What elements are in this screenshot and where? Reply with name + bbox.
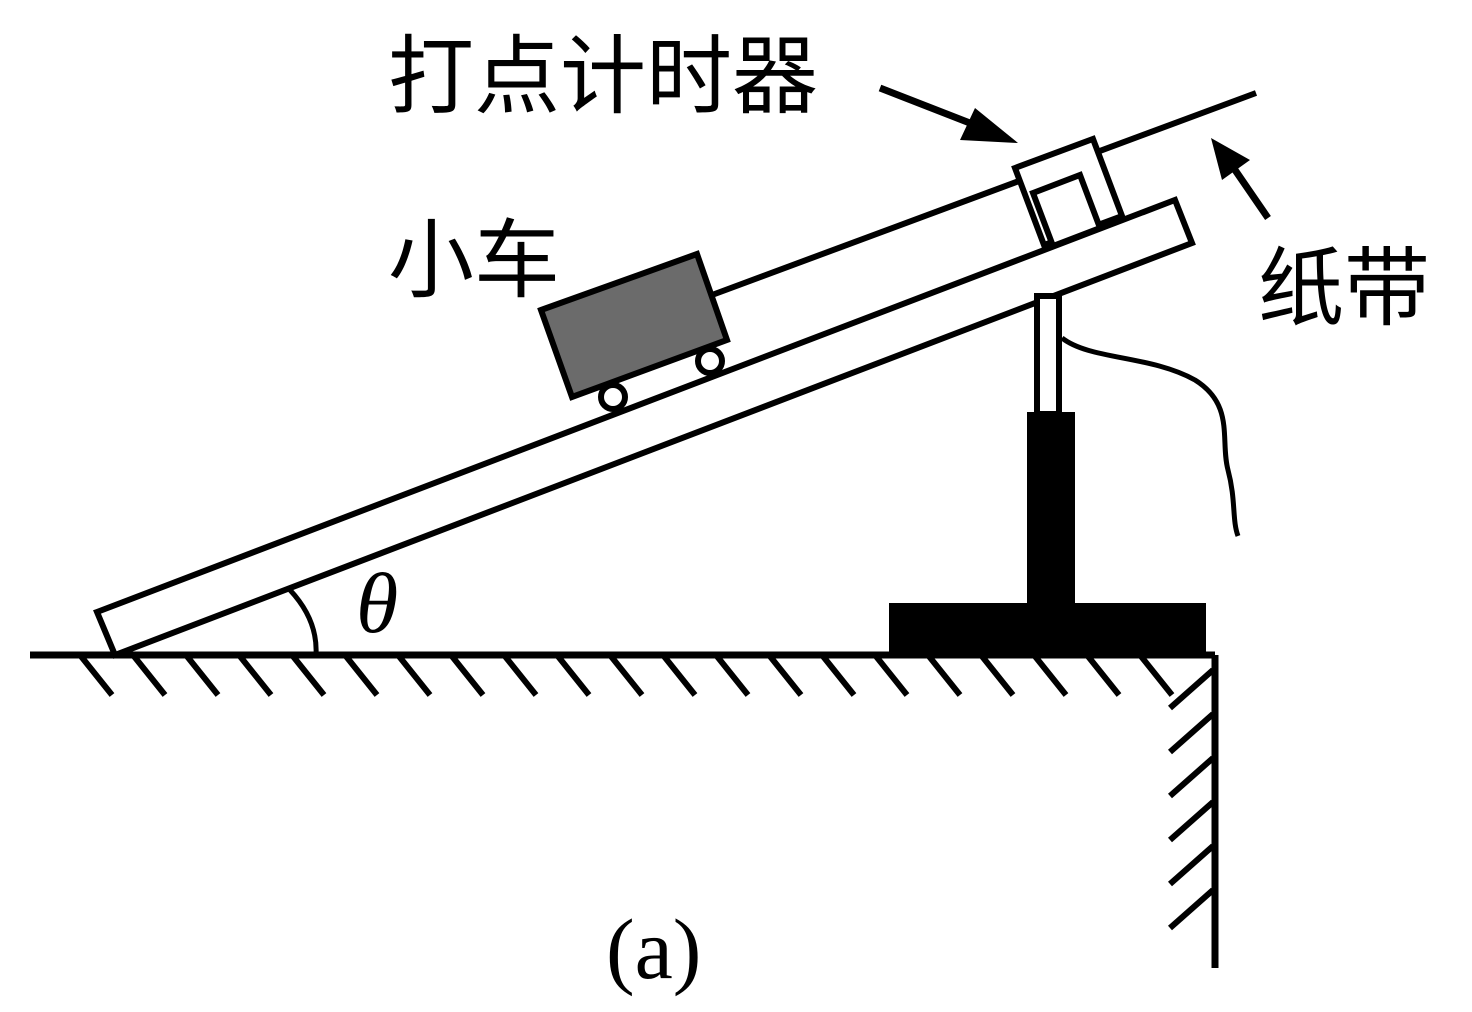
power-cable [1060, 335, 1241, 537]
support-stand [889, 293, 1206, 653]
ground-hatch-line [925, 653, 963, 697]
angle-arc [288, 588, 319, 656]
ground-hatch-line [1084, 653, 1122, 697]
ground-hatch-line [607, 653, 645, 697]
cart-wheel-rear [598, 382, 628, 412]
ground-hatch-line [289, 653, 327, 697]
figure-caption: (a) [606, 901, 701, 997]
ground-hatch-line [872, 653, 910, 697]
wall-hatch-line [1168, 711, 1215, 755]
ground-hatch-line [1137, 653, 1175, 697]
cart [537, 250, 731, 412]
ground-hatch-line [660, 653, 698, 697]
wall-hatch-line [1168, 843, 1215, 887]
wall-hatch-line [1168, 755, 1215, 799]
ground-hatch-line [130, 653, 168, 697]
ground-hatching [77, 653, 1175, 697]
ground-hatch-line [978, 653, 1016, 697]
inclined-board [93, 196, 1196, 659]
table-edge [1168, 655, 1219, 968]
timer-label: 打点计时器 [388, 27, 818, 127]
wall-hatch-line [1168, 887, 1215, 931]
ground-hatch-line [713, 653, 751, 697]
ground-hatch-line [501, 653, 539, 697]
wall-hatch-line [1168, 799, 1215, 843]
ground-hatch-line [1031, 653, 1069, 697]
timer-pointer-arrow [878, 84, 1018, 143]
ground-hatch-line [554, 653, 592, 697]
wall-hatch-line [1168, 667, 1215, 711]
ticker-timer [1011, 135, 1126, 250]
ground [30, 651, 1215, 697]
table-edge-hatching [1168, 667, 1215, 931]
timer-inner-slot [1029, 171, 1104, 250]
ground-hatch-line [77, 653, 115, 697]
ground-hatch-line [448, 653, 486, 697]
cart-body [537, 250, 731, 401]
tape-label: 纸带 [1258, 239, 1430, 339]
cart-label: 小车 [388, 211, 560, 311]
stand-rod [1034, 293, 1062, 417]
angle-label: θ [356, 555, 398, 651]
ground-hatch-line [395, 653, 433, 697]
tape-arrowhead [1211, 138, 1250, 180]
timer-arrowhead [960, 108, 1018, 143]
stand-column [1027, 412, 1075, 612]
ground-hatch-line [236, 653, 274, 697]
stand-base [889, 603, 1206, 653]
ground-hatch-line [342, 653, 380, 697]
ground-hatch-line [183, 653, 221, 697]
ground-hatch-line [819, 653, 857, 697]
tape-pointer-arrow [1211, 138, 1271, 220]
ground-hatch-line [766, 653, 804, 697]
paper-tape [710, 90, 1258, 298]
cart-wheel-front [695, 346, 725, 376]
